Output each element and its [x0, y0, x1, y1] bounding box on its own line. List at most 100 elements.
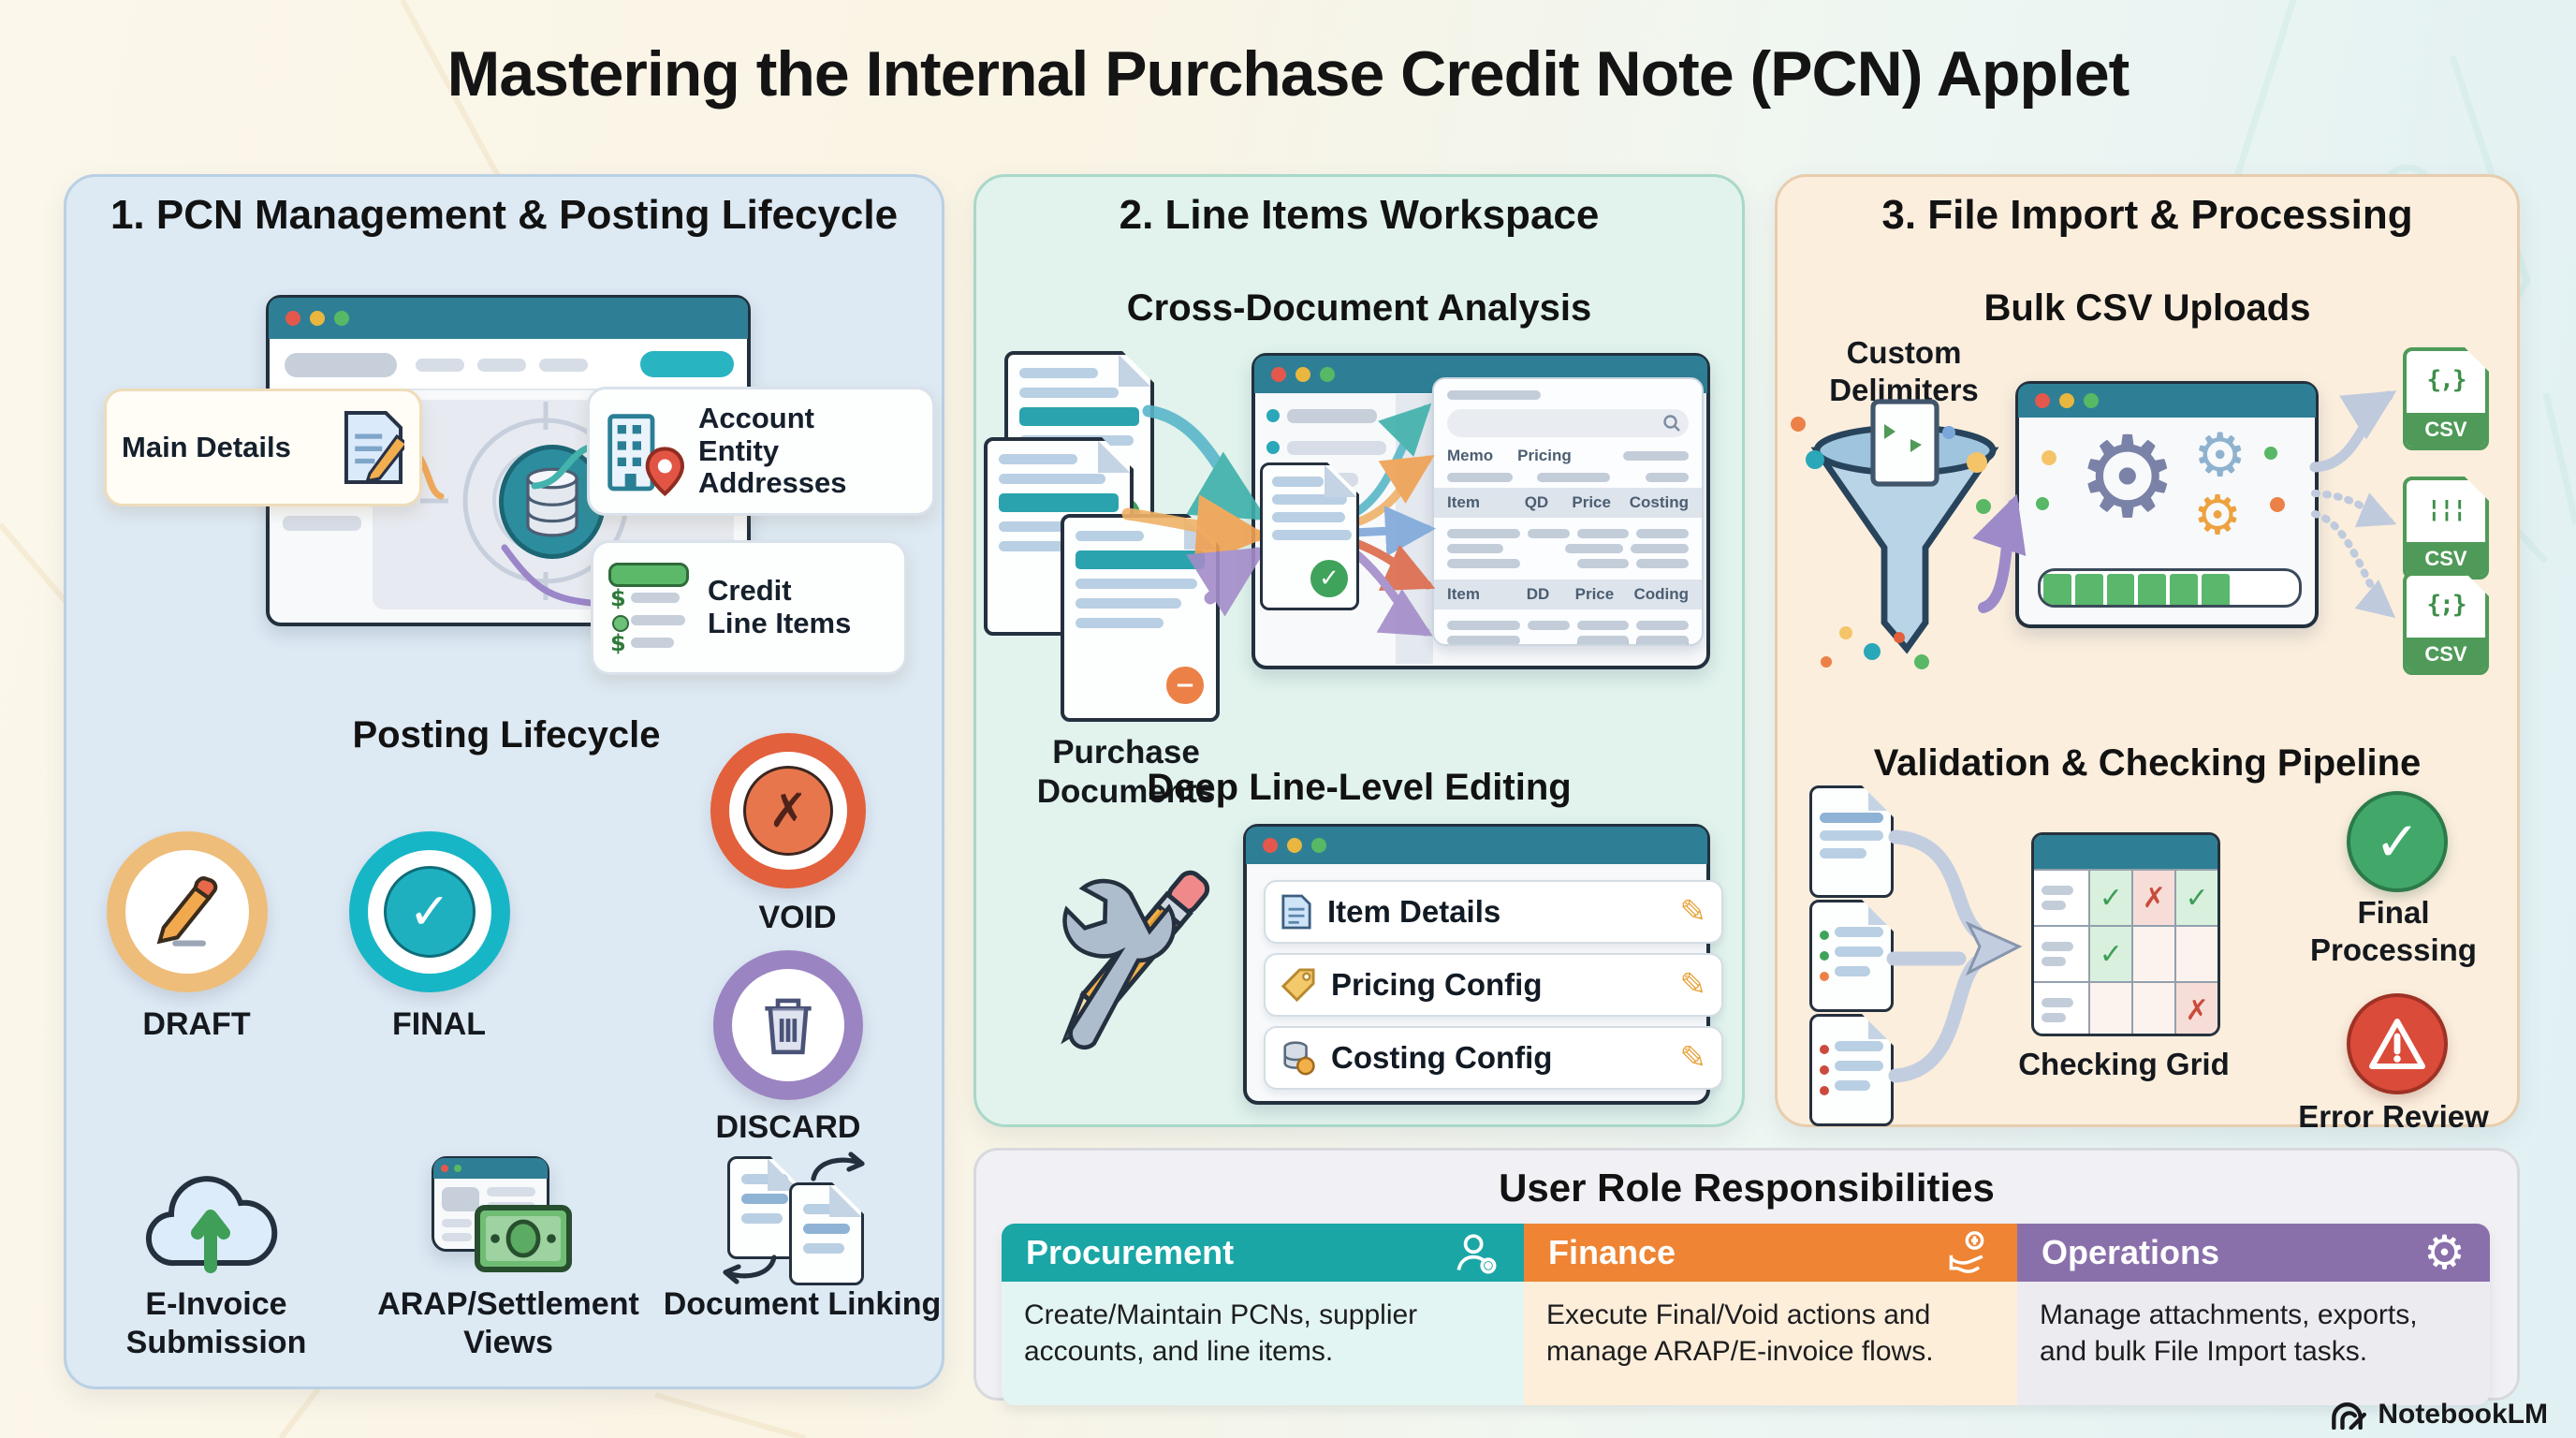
primary-action-pill[interactable] [640, 351, 734, 377]
csv-label: CSV [2407, 542, 2485, 576]
role-header-operations: Operations ⚙ [2017, 1224, 2490, 1282]
csv-delimiter-symbol: ¦¦¦ [2426, 495, 2466, 523]
role-description-finance: Execute Final/Void actions and manage AR… [1524, 1282, 2017, 1405]
role-column-operations: Operations ⚙ Manage attachments, exports… [2017, 1224, 2490, 1405]
line-editing-window: Item Details ✎ Pricing Config ✎ Costing … [1243, 824, 1723, 1105]
validated-check-icon: ✓ [1308, 557, 1351, 600]
grid-check-cell: ✓ [2088, 927, 2132, 981]
callout-credit-line-items[interactable]: $ $ Credit Line Items [591, 540, 907, 675]
edit-pencil-icon[interactable]: ✎ [1679, 966, 1707, 1004]
csv-delimiter-symbol: {,} [2426, 366, 2466, 394]
grid-header-row-2: Item DD Price Coding [1434, 580, 1702, 609]
building-location-icon [607, 414, 685, 496]
panel-file-import: 3. File Import & Processing Bulk CSV Upl… [1775, 174, 2520, 1134]
grid-empty-cell [2131, 983, 2175, 1034]
document-pencil-icon [344, 411, 404, 484]
excluded-minus-icon: − [1164, 664, 1207, 707]
window-titlebar [269, 298, 748, 339]
edit-row-pricing-config[interactable]: Pricing Config ✎ [1264, 953, 1723, 1017]
wrench-pencil-icon [1029, 838, 1235, 1081]
validation-merge-arrows [1886, 829, 2023, 1083]
state-draft-label: DRAFT [142, 1006, 251, 1042]
maximize-dot-icon [334, 311, 349, 326]
edit-row-item-details[interactable]: Item Details ✎ [1264, 880, 1723, 944]
gear-icon: ⚙ [2193, 483, 2242, 547]
edit-pencil-icon[interactable]: ✎ [1679, 893, 1707, 931]
line-items-table: Memo Pricing Item QD Price Costing Item … [1432, 377, 1704, 646]
grid-header-row: Item QD Price Costing [1434, 488, 1702, 518]
bulk-csv-heading: Bulk CSV Uploads [1983, 287, 2311, 329]
merged-line-items-document: ✓ [1260, 462, 1359, 610]
final-processing-check-icon: ✓ [2347, 791, 2448, 892]
edit-row-costing-config[interactable]: Costing Config ✎ [1264, 1026, 1723, 1090]
role-name: Operations [2042, 1233, 2220, 1271]
role-name: Procurement [1026, 1233, 1235, 1271]
grid-empty-cell [2131, 927, 2175, 981]
check-icon: ✓ [408, 882, 451, 941]
grid-empty-cell [2174, 927, 2217, 981]
search-input[interactable] [1447, 409, 1689, 437]
upload-flow-arrows [1972, 390, 2397, 619]
roles-table: Procurement Create/Maintain PCNs, suppli… [1002, 1224, 2490, 1405]
page-title: Mastering the Internal Purchase Credit N… [446, 38, 2130, 110]
custom-delimiters-label: Custom Delimiters [1829, 335, 1979, 407]
pencil-icon [156, 876, 218, 946]
error-warning-icon [2347, 993, 2448, 1094]
state-discard-circle [713, 950, 863, 1100]
csv-file-icon: ¦¦¦ CSV [2403, 477, 2489, 580]
deep-line-editing-heading: Deep Line-Level Editing [1147, 767, 1572, 808]
checking-grid: ✓ ✗ ✓ ✓ ✗ [2031, 832, 2220, 1036]
costing-config-label: Costing Config [1331, 1040, 1553, 1075]
panel1-heading: 1. PCN Management & Posting Lifecycle [110, 192, 899, 238]
role-column-procurement: Procurement Create/Maintain PCNs, suppli… [1002, 1224, 1524, 1405]
role-description-procurement: Create/Maintain PCNs, supplier accounts,… [1002, 1282, 1524, 1405]
validation-source-document [1809, 1014, 1894, 1126]
grid-cross-cell: ✗ [2131, 871, 2175, 925]
roles-heading: User Role Responsibilities [1499, 1166, 1995, 1210]
role-header-finance: Finance [1524, 1224, 2017, 1282]
document-link-icon [723, 1152, 877, 1278]
validation-source-document [1809, 900, 1894, 1012]
grid-rows-placeholder-2 [1434, 609, 1702, 644]
import-progress-bar [2038, 568, 2302, 608]
window-toolbar-placeholder [270, 340, 747, 390]
tag-icon [1281, 968, 1315, 1003]
field-memo-label: Memo [1447, 447, 1494, 464]
final-processing-label: Final Processing [2310, 895, 2477, 967]
role-name: Finance [1548, 1233, 1676, 1271]
state-void-label: VOID [758, 900, 837, 935]
state-draft-circle [107, 831, 268, 992]
user-icon [1456, 1234, 1497, 1274]
role-header-procurement: Procurement [1002, 1224, 1524, 1282]
watermark-brand: NotebookLM [2378, 1399, 2548, 1430]
edit-pencil-icon[interactable]: ✎ [1679, 1039, 1707, 1077]
trash-icon [765, 998, 812, 1055]
callout-account-entity-addresses[interactable]: Account Entity Addresses [587, 387, 935, 516]
role-column-finance: Finance Execute Final/Void actions and m… [1524, 1224, 2017, 1405]
delimiter-funnel-icon [1791, 398, 2008, 679]
minimize-dot-icon [310, 311, 325, 326]
main-details-label: Main Details [122, 430, 291, 463]
feature-doclink-label: Document Linking [663, 1286, 942, 1322]
x-icon: ✗ [768, 784, 808, 838]
cross-document-analysis-heading: Cross-Document Analysis [1126, 287, 1592, 329]
purchase-documents-label: Purchase Documents [1036, 734, 1216, 810]
feature-arap-label: ARAP/Settlement Views [377, 1286, 639, 1361]
csv-file-icon: {,} CSV [2403, 347, 2489, 450]
import-processing-window: ⚙ ⚙ ⚙ [2015, 381, 2319, 628]
csv-label: CSV [2407, 638, 2485, 671]
grid-rows-placeholder [1434, 518, 1702, 580]
panel2-heading: 2. Line Items Workspace [1119, 192, 1600, 238]
field-pricing-label: Pricing [1517, 447, 1572, 464]
credit-line-items-label: Credit Line Items [708, 574, 852, 639]
callout-main-details[interactable]: Main Details [104, 389, 422, 506]
feature-einvoice-label: E-Invoice Submission [125, 1286, 307, 1361]
notebooklm-logo-icon [2332, 1402, 2367, 1430]
grid-header [2034, 835, 2217, 869]
state-discard-label: DISCARD [715, 1109, 861, 1145]
notebooklm-watermark: NotebookLM [2230, 1399, 2548, 1431]
settlement-money-icon [432, 1156, 572, 1278]
csv-delimiter-symbol: {;} [2426, 591, 2466, 619]
cross-document-flows [1121, 403, 1436, 637]
